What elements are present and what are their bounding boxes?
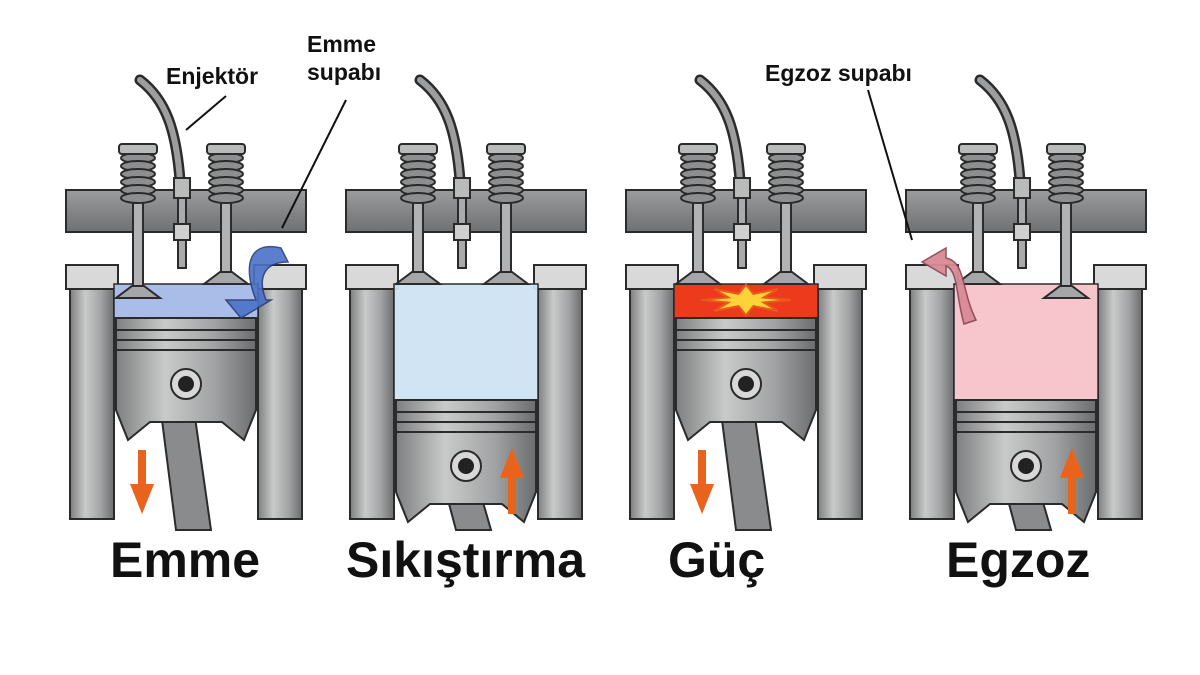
exhaust-valve (481, 143, 531, 285)
intake-valve (673, 143, 723, 285)
intake-valve (393, 143, 443, 285)
exhaust-valve-spring (1046, 143, 1086, 204)
block-plate-right (813, 264, 867, 290)
cylinder-wall-left (909, 288, 955, 520)
callout-intake-valve-line2: supabı (307, 59, 382, 85)
combustion-chamber (393, 283, 539, 401)
callout-injector: Enjektör (166, 63, 259, 89)
cylinder-wall-right (817, 288, 863, 520)
callout-intake-valve-line1: Emme (307, 31, 377, 57)
exhaust-flow-arrow (920, 246, 978, 325)
engine-4 (905, 74, 1147, 531)
piston (115, 317, 257, 442)
combustion-chamber (953, 283, 1099, 401)
intake-valve (113, 143, 163, 299)
block-plate-right (1093, 264, 1147, 290)
cylinder-wall-left (349, 288, 395, 520)
piston-up-arrow (1060, 448, 1084, 514)
block-plate-left (625, 264, 679, 290)
callout-exhaust-valve: Egzoz supabı (765, 60, 912, 86)
piston-up-arrow (500, 448, 524, 514)
spark-burst (701, 282, 791, 318)
piston-down-arrow (130, 450, 154, 514)
stage-label-power: Güç (668, 532, 766, 588)
fuel-injector (694, 74, 751, 269)
cylinder-wall-right (537, 288, 583, 520)
intake-valve-spring (958, 143, 998, 204)
engine-2 (345, 74, 587, 531)
intake-valve (953, 143, 1003, 285)
intake-flow-arrow (224, 245, 290, 319)
piston (955, 399, 1097, 524)
exhaust-valve (201, 143, 251, 285)
exhaust-valve (761, 143, 811, 285)
intake-valve-spring (678, 143, 718, 204)
cylinder-wall-left (69, 288, 115, 520)
leader-intake-valve (281, 99, 347, 229)
stage-label-exhaust: Egzoz (946, 532, 1091, 588)
engine-3 (625, 74, 867, 531)
engine-1 (65, 74, 307, 531)
leader-injector (185, 95, 227, 131)
leader-exhaust-valve (867, 89, 913, 241)
block-plate-left (345, 264, 399, 290)
cylinder-wall-right (1097, 288, 1143, 520)
piston (675, 317, 817, 442)
fuel-injector (974, 74, 1031, 269)
fuel-injector (134, 74, 191, 269)
exhaust-valve-spring (486, 143, 526, 204)
stage-label-intake: Emme (110, 532, 261, 588)
exhaust-valve (1041, 143, 1091, 299)
callout-intake-valve: Emme supabı (307, 30, 381, 86)
block-plate-right (533, 264, 587, 290)
intake-valve-spring (398, 143, 438, 204)
cylinder-wall-right (257, 288, 303, 520)
cylinder-wall-left (629, 288, 675, 520)
exhaust-valve-spring (206, 143, 246, 204)
piston-down-arrow (690, 450, 714, 514)
exhaust-valve-spring (766, 143, 806, 204)
intake-valve-spring (118, 143, 158, 204)
block-plate-left (65, 264, 119, 290)
stage-label-compression: Sıkıştırma (346, 532, 586, 588)
fuel-injector (414, 74, 471, 269)
piston (395, 399, 537, 524)
